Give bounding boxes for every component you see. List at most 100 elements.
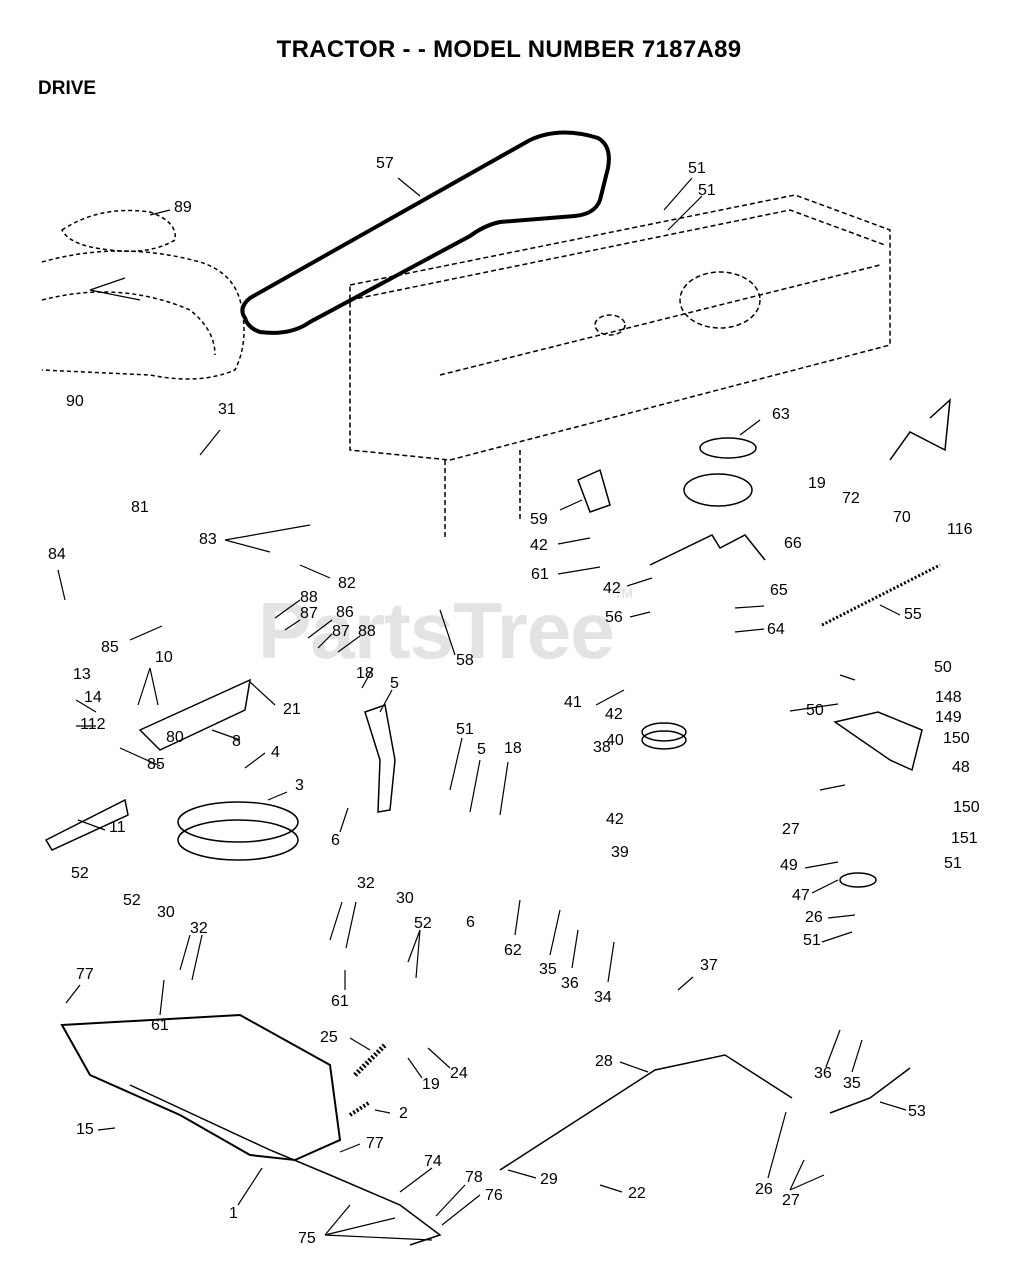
drive-belt bbox=[240, 130, 611, 335]
callout-label: 30 bbox=[157, 904, 175, 921]
callout-label: 89 bbox=[174, 199, 192, 216]
callout-label: 58 bbox=[456, 652, 474, 669]
callout-label: 151 bbox=[951, 830, 978, 847]
callout-label: 26 bbox=[805, 909, 823, 926]
callout-label: 21 bbox=[283, 701, 301, 718]
callout-label: 13 bbox=[73, 666, 91, 683]
arm-5 bbox=[364, 704, 396, 813]
callout-label: 15 bbox=[76, 1121, 94, 1138]
callout-label: 6 bbox=[466, 914, 475, 931]
shaft-28 bbox=[499, 1054, 793, 1171]
callout-label: 59 bbox=[530, 511, 548, 528]
callout-label: 66 bbox=[784, 535, 802, 552]
bracket-80 bbox=[44, 798, 129, 851]
callout-label: 86 bbox=[336, 604, 354, 621]
callout-label: 72 bbox=[842, 490, 860, 507]
callout-label: 11 bbox=[109, 819, 126, 836]
callout-label: 37 bbox=[700, 957, 718, 974]
fender-body bbox=[41, 209, 245, 380]
callout-label: 1 bbox=[229, 1205, 238, 1222]
callout-label: 4 bbox=[271, 744, 280, 761]
callout-label: 5 bbox=[477, 741, 486, 758]
callout-label: 64 bbox=[767, 621, 785, 638]
callout-label: 5 bbox=[390, 675, 399, 692]
callout-label: 40 bbox=[606, 732, 624, 749]
callout-label: 84 bbox=[48, 546, 66, 563]
callout-label: 74 bbox=[424, 1153, 442, 1170]
callout-label: 55 bbox=[904, 606, 922, 623]
callout-label: 150 bbox=[943, 730, 970, 747]
callout-label: 52 bbox=[123, 892, 141, 909]
section-heading: DRIVE bbox=[38, 78, 97, 99]
rod-66 bbox=[649, 534, 766, 566]
spring-55 bbox=[821, 563, 941, 627]
callout-label: 51 bbox=[688, 160, 706, 177]
callout-label: 87 bbox=[332, 623, 350, 640]
callout-label: 85 bbox=[101, 639, 119, 656]
pulley-38 bbox=[641, 722, 687, 750]
callout-label: 61 bbox=[151, 1017, 169, 1034]
callout-label: 28 bbox=[595, 1053, 613, 1070]
callout-label: 32 bbox=[357, 875, 375, 892]
callout-label: 29 bbox=[540, 1171, 558, 1188]
callout-label: 42 bbox=[530, 537, 548, 554]
callout-label: 51 bbox=[698, 182, 716, 199]
bracket-48 bbox=[833, 711, 923, 772]
callout-label: 36 bbox=[814, 1065, 832, 1082]
pulley-63 bbox=[683, 437, 757, 507]
spring-2 bbox=[348, 1100, 372, 1117]
callout-label: 70 bbox=[893, 509, 911, 526]
callout-label: 63 bbox=[772, 406, 790, 423]
rod-70 bbox=[889, 398, 951, 461]
callout-label: 31 bbox=[218, 401, 236, 418]
callout-label: 34 bbox=[594, 989, 612, 1006]
pulley-3 bbox=[177, 801, 299, 861]
callout-label: 65 bbox=[770, 582, 788, 599]
callout-label: 47 bbox=[792, 887, 810, 904]
callout-label: 61 bbox=[331, 993, 349, 1010]
callout-label: 18 bbox=[504, 740, 522, 757]
callout-label: 150 bbox=[953, 799, 980, 816]
callout-label: 26 bbox=[755, 1181, 773, 1198]
callout-label: 24 bbox=[450, 1065, 468, 1082]
callout-label: 18 bbox=[356, 665, 374, 682]
callout-label: 42 bbox=[603, 580, 621, 597]
lever-8 bbox=[138, 678, 251, 751]
transaxle bbox=[60, 1013, 342, 1162]
callout-label: 6 bbox=[331, 832, 340, 849]
page-title: TRACTOR - - MODEL NUMBER 7187A89 bbox=[276, 36, 742, 63]
callout-label: 148 bbox=[935, 689, 962, 706]
callout-label: 48 bbox=[952, 759, 970, 776]
callout-label: 8 bbox=[232, 733, 241, 750]
leader-lines bbox=[57, 177, 907, 1241]
watermark-tm: TM bbox=[613, 585, 633, 601]
callout-label: 52 bbox=[414, 915, 432, 932]
callout-label: 78 bbox=[465, 1169, 483, 1186]
callout-label: 25 bbox=[320, 1029, 338, 1046]
callout-label: 42 bbox=[605, 706, 623, 723]
callout-label: 51 bbox=[944, 855, 962, 872]
callout-label: 50 bbox=[934, 659, 952, 676]
callout-label: 35 bbox=[539, 961, 557, 978]
callout-label: 77 bbox=[76, 966, 94, 983]
callout-label: 49 bbox=[780, 857, 798, 874]
idler-47 bbox=[839, 872, 877, 888]
drive-belt-74 bbox=[129, 1084, 442, 1246]
callout-label: 90 bbox=[66, 393, 84, 410]
callout-label: 88 bbox=[300, 589, 318, 606]
callout-label: 76 bbox=[485, 1187, 503, 1204]
callout-label: 22 bbox=[628, 1185, 646, 1202]
rod-53 bbox=[829, 1067, 911, 1114]
callout-label: 53 bbox=[908, 1103, 926, 1120]
callout-label: 82 bbox=[338, 575, 356, 592]
callout-label: 35 bbox=[843, 1075, 861, 1092]
bracket-59 bbox=[577, 468, 611, 513]
callout-label: 56 bbox=[605, 609, 623, 626]
callout-label: 85 bbox=[147, 756, 165, 773]
callout-label: 61 bbox=[531, 566, 549, 583]
callout-label: 81 bbox=[131, 499, 149, 516]
callout-label: 149 bbox=[935, 709, 962, 726]
spring-25 bbox=[353, 1043, 387, 1077]
callout-label: 80 bbox=[166, 729, 184, 746]
